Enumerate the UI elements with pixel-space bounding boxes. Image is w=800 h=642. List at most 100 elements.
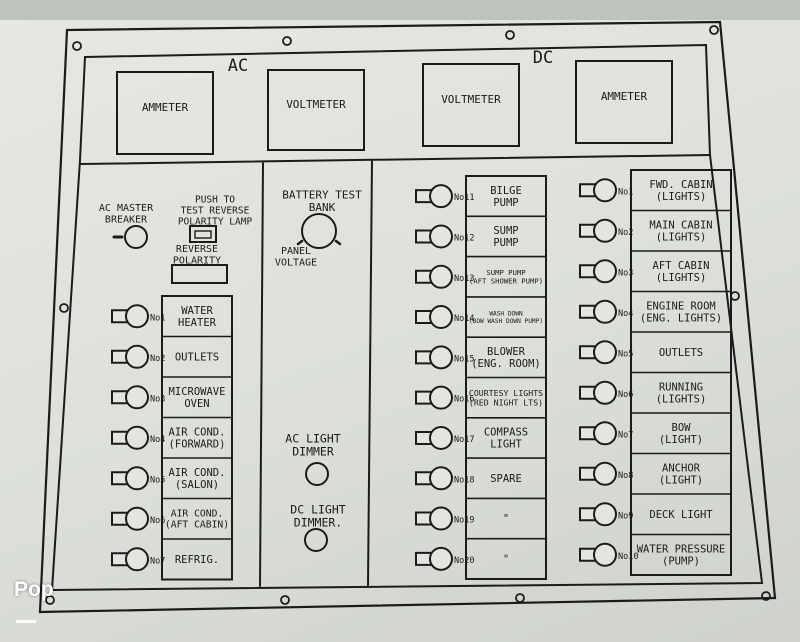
mounting-screw-4 (709, 25, 719, 35)
dc-circuit-left-label-5-line-1: BLOWER (487, 346, 526, 358)
dc-circuit-left-label-2-line-2: PUMP (493, 237, 518, 249)
ac-circuit-label-2-line-1: OUTLETS (175, 351, 219, 363)
meter-label-2: VOLTMETER (286, 98, 346, 111)
dc-circuit-right-label-3-line-2: (LIGHTS) (656, 272, 707, 284)
dc-circuit-right-label-1-line-1: FWD. CABIN (649, 179, 712, 191)
dc-circuit-left-breaker-3-knob (429, 264, 453, 289)
dc-circuit-left-breaker-5-number: No15 (454, 354, 474, 364)
reverse-polarity-lamp (171, 264, 228, 284)
dc-circuit-left-label-10-line-1: " (503, 554, 509, 566)
polarity-lamp-label-line-3: POLARITY LAMP (178, 216, 253, 227)
dc-circuit-right-label-7-line-1: BOW (672, 422, 692, 434)
dc-circuit-left-breaker-10-knob (429, 546, 453, 571)
ac-circuit-label-7-line-1: REFRIG. (175, 554, 219, 566)
dc-circuit-right-breaker-1-number: No1 (618, 187, 633, 197)
battery-test-label-line-1: BATTERY TEST (282, 189, 362, 202)
battery-column-divider (367, 160, 373, 586)
ac-light-dimmer-label-line-1: AC LIGHT (285, 431, 340, 445)
polarity-lamp-label-line-1: PUSH TO (195, 194, 235, 205)
battery-knob-tick-left (296, 239, 304, 246)
dc-circuit-left-breaker-8-number: No18 (454, 475, 474, 485)
dc-circuit-left-label-3-line-1: SUMP PUMP (486, 268, 526, 277)
polarity-lamp-label-line-2: TEST REVERSE (181, 205, 250, 216)
dc-circuit-left-breaker-7-knob (429, 425, 453, 450)
outer-frame (38, 20, 777, 614)
dc-circuit-left-label-4-line-2: (BOW WASH DOWN PUMP) (469, 318, 543, 325)
dc-circuit-left-label-5-line-2: (ENG. ROOM) (471, 358, 541, 370)
ac-circuit-breaker-4-number: No4 (150, 435, 165, 445)
dc-circuit-right-label-4-line-2: (ENG. LIGHTS) (640, 312, 722, 324)
dc-circuit-left-breaker-2-number: No12 (454, 233, 474, 243)
mounting-screw-5 (59, 303, 69, 313)
ac-circuit-breaker-5-knob (125, 466, 149, 491)
dc-circuit-right-breaker-7-knob (593, 421, 617, 446)
meter-row-divider (79, 154, 711, 165)
ac-circuit-label-4-line-1: AIR COND. (169, 426, 226, 438)
dc-circuit-right-breaker-10-knob (593, 542, 617, 567)
dc-circuit-right-label-9-line-1: DECK LIGHT (649, 509, 713, 521)
dc-circuit-right-breaker-6-number: No6 (618, 390, 633, 400)
polarity-lamp-inner (194, 230, 212, 239)
dc-circuit-left-breaker-5-knob (429, 345, 453, 370)
dc-circuit-left-breaker-6-knob (429, 385, 453, 410)
paper-top-edge (0, 0, 800, 20)
ac-circuit-breaker-3-number: No3 (150, 394, 165, 404)
reverse-polarity-label-line-1: REVERSE (176, 244, 218, 255)
dc-circuit-left-label-6-line-2: (RED NIGHT LTS) (469, 397, 543, 407)
dc-circuit-right-label-8-line-1: ANCHOR (662, 462, 701, 474)
ac-circuit-label-6-line-1: AIR COND. (171, 509, 224, 520)
dc-circuit-left-breaker-1-knob (429, 184, 453, 209)
dc-circuit-right-label-6-line-1: RUNNING (659, 381, 703, 393)
ac-master-breaker-knob (124, 225, 148, 249)
ac-circuit-label-6-line-2: (AFT CABIN) (165, 520, 229, 531)
dc-light-dimmer-knob (304, 528, 328, 552)
dc-circuit-right-label-6-line-2: (LIGHTS) (656, 393, 707, 405)
mounting-screw-1 (72, 41, 82, 51)
mounting-screw-3 (505, 30, 515, 40)
ac-master-breaker-label-line-1: AC MASTER (99, 203, 154, 214)
dc-circuit-right-label-3-line-1: AFT CABIN (653, 260, 710, 272)
inner-frame (50, 43, 764, 592)
dc-circuit-right-breaker-1-knob (593, 178, 617, 203)
dc-circuit-right-label-2-line-1: MAIN CABIN (649, 219, 712, 231)
meter-label-4: AMMETER (601, 90, 648, 103)
dc-circuit-right-label-5-line-1: OUTLETS (659, 347, 703, 359)
dc-circuit-right-breaker-3-number: No3 (618, 268, 633, 278)
ac-circuit-breaker-1-number: No1 (150, 313, 165, 323)
ac-circuit-breaker-2-knob (125, 344, 149, 369)
battery-test-knob (301, 213, 337, 249)
ac-light-dimmer-knob (305, 462, 329, 486)
dc-circuit-right-breaker-6-knob (593, 380, 617, 405)
ac-circuit-breaker-3-knob (125, 385, 149, 410)
dc-circuit-right-breaker-7-number: No7 (618, 430, 633, 440)
mounting-screw-10 (761, 591, 771, 601)
dc-circuit-left-label-7-line-1: COMPASS (484, 427, 528, 439)
dc-circuit-right-label-10-line-1: WATER PRESSURE (637, 543, 726, 555)
meter-box-1 (116, 71, 214, 155)
dc-circuit-left-label-7-line-2: LIGHT (490, 439, 522, 451)
dc-circuit-right-breaker-5-number: No5 (618, 349, 633, 359)
battery-test-label-line-2: BANK (309, 201, 336, 214)
meter-box-3 (422, 63, 520, 147)
dc-light-dimmer-label-line-2: DIMMER. (294, 516, 342, 530)
dc-circuit-left-breaker-9-knob (429, 506, 453, 531)
meter-box-2 (267, 69, 365, 151)
ac-heading: AC (228, 56, 248, 76)
ac-circuit-label-strip (161, 295, 233, 581)
dc-circuit-left-breaker-6-number: No16 (454, 395, 474, 405)
dc-circuit-left-breaker-10-number: No20 (454, 556, 474, 566)
dc-circuit-left-breaker-9-number: No19 (454, 516, 474, 526)
dc-circuit-right-breaker-10-number: No10 (618, 552, 638, 562)
panel-voltage-label-line-2: VOLTAGE (275, 257, 317, 268)
ac-circuit-label-1-line-1: WATER (181, 305, 213, 317)
mounting-screw-9 (515, 593, 525, 603)
ac-circuit-label-4-line-2: (FORWARD) (169, 438, 226, 450)
dc-circuit-right-breaker-5-knob (593, 340, 617, 365)
dc-circuit-left-breaker-1-number: No11 (454, 193, 474, 203)
dc-circuit-right-label-7-line-2: (LIGHT) (659, 434, 703, 446)
dc-circuit-right-breaker-3-knob (593, 259, 617, 284)
mounting-screw-8 (280, 595, 290, 605)
ac-circuit-label-5-line-2: (SALON) (175, 479, 219, 491)
dc-circuit-right-label-1-line-2: (LIGHTS) (656, 191, 707, 203)
